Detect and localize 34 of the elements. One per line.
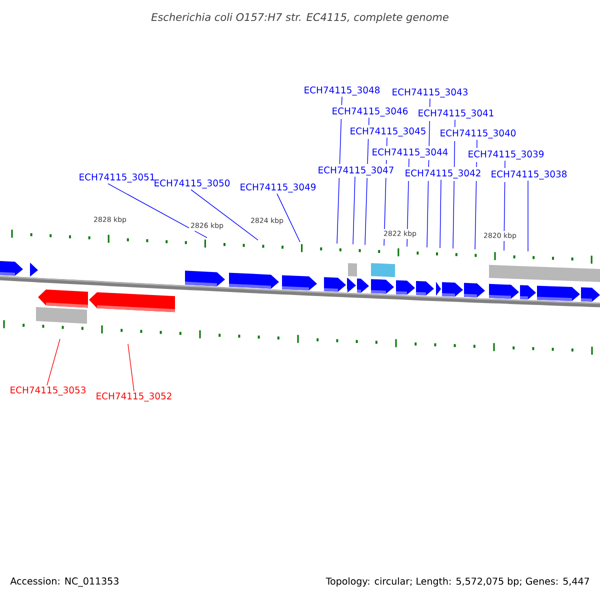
gene-label: ECH74115_3047	[318, 166, 394, 176]
leader-line	[474, 139, 478, 250]
gene-label: ECH74115_3041	[418, 109, 494, 118]
gene-label: ECH74115_3045	[350, 127, 426, 136]
gene-label: ECH74115_3049	[240, 183, 316, 192]
gene-label: ECH74115_3050	[154, 179, 230, 188]
leader-line	[46, 338, 60, 386]
gene-label: ECH74115_3043	[392, 88, 468, 98]
title: Escherichia coli O157:H7 str. EC4115, complete genome	[151, 12, 448, 24]
gene-label: ECH74115_3039	[468, 150, 544, 160]
leader-line	[364, 117, 370, 246]
leader-line	[440, 179, 442, 248]
footer-text: Topology: circular; Length: 5,572,075 bp; Genes: 5,447	[326, 577, 589, 587]
leader-line	[190, 189, 258, 240]
gene-label: ECH74115_3051	[80, 173, 154, 182]
gene-label: ECH74115_3046	[332, 107, 408, 116]
gene-label: ECH74115_3040	[440, 129, 516, 138]
leader-line	[504, 160, 506, 251]
footer-text: Accession: NC_011353	[10, 577, 118, 587]
leader-line	[452, 119, 456, 249]
leader-line	[108, 183, 208, 238]
gene-label: ECH74115_3048	[304, 86, 380, 96]
gene-label: ECH74115_3052	[96, 392, 172, 402]
gene-label: ECH74115_3038	[492, 170, 567, 180]
gene-label: ECH74115_3053	[10, 386, 86, 396]
leader-line	[336, 96, 342, 244]
leader-line	[426, 98, 430, 248]
leader-line	[406, 158, 410, 247]
leader-line	[384, 137, 388, 246]
leader-line	[352, 176, 356, 245]
leader-line	[276, 193, 300, 242]
gene-label: ECH74115_3044	[372, 148, 448, 158]
leader-line	[128, 344, 134, 392]
gene-label: ECH74115_3042	[406, 169, 480, 178]
